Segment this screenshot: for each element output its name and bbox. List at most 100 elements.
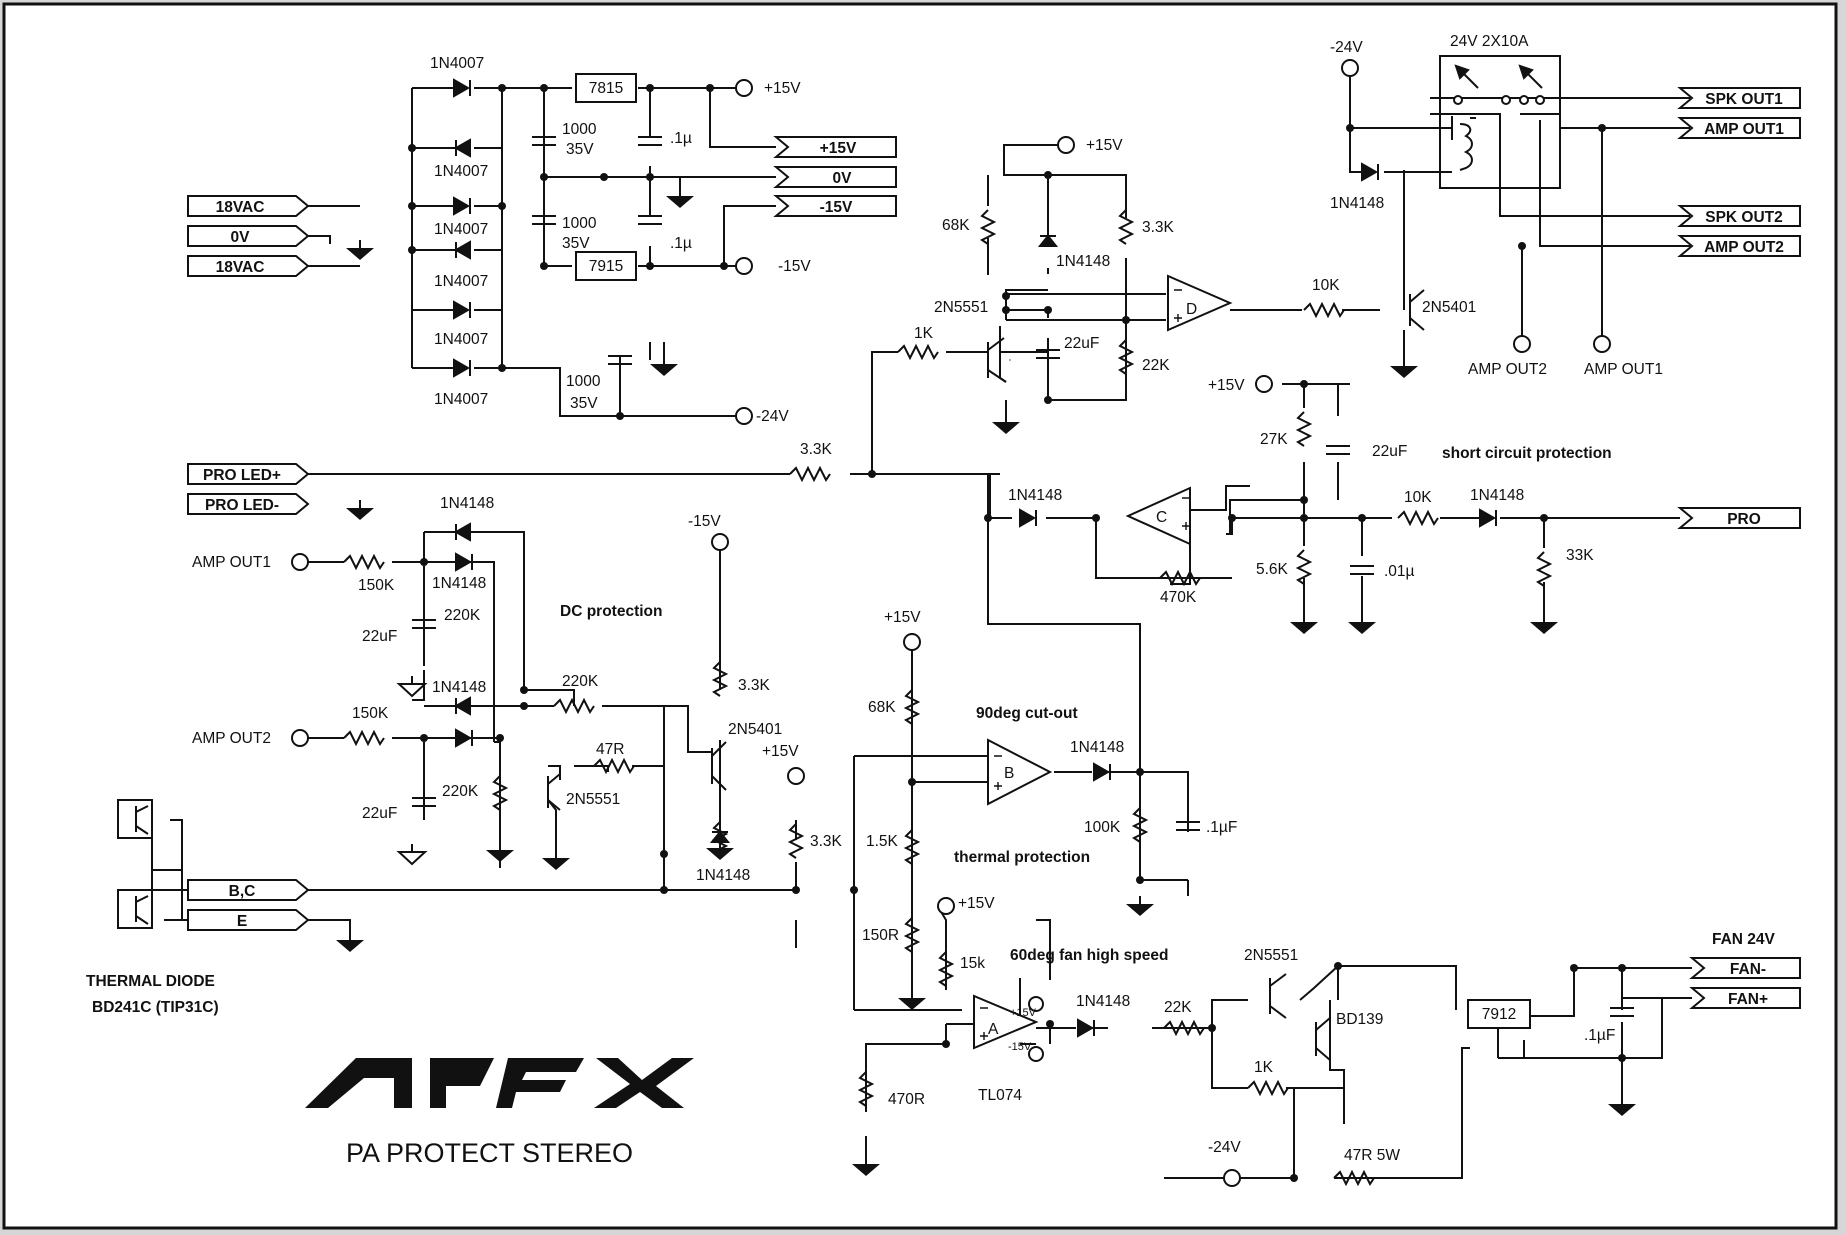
junction-dots: [408, 84, 1626, 1182]
label-r220k-2: 220K: [562, 673, 599, 690]
connector-amp-out1: AMP OUT1: [1704, 121, 1784, 138]
label-reg-7815: 7815: [589, 80, 623, 97]
section-fan-header: FAN 24V: [1712, 931, 1776, 948]
label-22uf-dc2: 22uF: [362, 805, 397, 822]
label-1n4148-b: 1N4148: [1070, 739, 1124, 756]
label-r10k-c: 10K: [1404, 489, 1432, 506]
label-plus15v-c: +15V: [1208, 377, 1245, 394]
opamp-b: [987, 738, 1053, 806]
connector-0v-in: 0V: [231, 229, 251, 246]
label-r150r: 150R: [862, 927, 899, 944]
connector-e: E: [237, 913, 247, 930]
connector-pro-led-minus: PRO LED-: [205, 497, 279, 514]
label-amp-out1-in: AMP OUT1: [192, 554, 271, 571]
opamp-d: [1167, 274, 1233, 332]
label-1n4148-dc1: 1N4148: [440, 495, 494, 512]
label-reg-7912: 7912: [1482, 1006, 1516, 1023]
label-r1k-d: 1K: [914, 325, 934, 342]
connector-plus15v: +15V: [820, 140, 857, 157]
label-cap-01u-b: .1µ: [670, 235, 692, 252]
label-amp-out1-term: AMP OUT1: [1584, 361, 1663, 378]
label-cap-35v-c: 35V: [570, 395, 598, 412]
section-thermal-diode-part: BD241C (TIP31C): [92, 999, 219, 1016]
label-2n5551-fan: 2N5551: [1244, 947, 1298, 964]
label-cap-1000-a: 1000: [562, 121, 597, 138]
label-r27k: 27K: [1260, 431, 1288, 448]
connector-18vac-a: 18VAC: [216, 199, 265, 216]
label-plus15v-out: +15V: [764, 80, 801, 97]
label-r47r5w: 47R 5W: [1344, 1147, 1400, 1164]
label-cap-01u-c: .01µ: [1384, 563, 1415, 580]
label-1n4007-6: 1N4007: [434, 391, 488, 408]
label-22uf-dc1: 22uF: [362, 628, 397, 645]
label-r3k3-led: 3.3K: [800, 441, 833, 458]
label-minus15v-out: -15V: [778, 258, 811, 275]
regulators: [575, 73, 1531, 1029]
connector-18vac-b: 18VAC: [216, 259, 265, 276]
label-r47r: 47R: [596, 741, 624, 758]
connector-fan-minus: FAN-: [1730, 961, 1766, 978]
label-bd139: BD139: [1336, 1011, 1383, 1028]
label-1n4148-pro: 1N4148: [1470, 487, 1524, 504]
section-cutout: 90deg cut-out: [976, 705, 1078, 722]
label-22uf-d: 22uF: [1064, 335, 1099, 352]
label-1n4007-1: 1N4007: [430, 55, 484, 72]
relay: [1439, 55, 1561, 189]
page-subtitle: PA PROTECT STEREO: [346, 1138, 633, 1168]
connector-tags: [187, 87, 1801, 1009]
label-cap-1000-c: 1000: [566, 373, 601, 390]
label-1n4148-d: 1N4148: [1056, 253, 1110, 270]
label-r22k-d: 22K: [1142, 357, 1170, 374]
label-tl074: TL074: [978, 1087, 1022, 1104]
label-r68k-b: 68K: [868, 699, 896, 716]
label-r150k-2: 150K: [352, 705, 389, 722]
label-r5k6: 5.6K: [1256, 561, 1289, 578]
label-2n5401-relay: 2N5401: [1422, 299, 1476, 316]
label-amp-out2-in: AMP OUT2: [192, 730, 271, 747]
label-r470k: 470K: [1160, 589, 1197, 606]
label-r1k-fan: 1K: [1254, 1059, 1274, 1076]
component-labels: 1N4007 1N4007 1N4007 1N4007 1N4007 1N400…: [86, 33, 1776, 1164]
label-plus15v-d: +15V: [1086, 137, 1123, 154]
label-minus15v-dc: -15V: [688, 513, 721, 530]
opamp-c: [1125, 486, 1191, 546]
label-relay: 24V 2X10A: [1450, 33, 1529, 50]
label-1n4007-4: 1N4007: [434, 273, 488, 290]
label-cap-01uf-b: .1µF: [1206, 819, 1237, 836]
label-1n4148-dc3: 1N4148: [432, 679, 486, 696]
label-r68k-d: 68K: [942, 217, 970, 234]
label-1n4148-dc2: 1N4148: [432, 575, 486, 592]
label-2n5551-dc: 2N5551: [566, 791, 620, 808]
connector-spk-out2: SPK OUT2: [1705, 209, 1783, 226]
label-r100k: 100K: [1084, 819, 1121, 836]
connector-bc: B,C: [229, 883, 256, 900]
connector-fan-plus: FAN+: [1728, 991, 1768, 1008]
label-op-a: A: [988, 1021, 999, 1038]
label-minus24v-out: -24V: [756, 408, 789, 425]
terminal-circles: [291, 59, 1611, 1187]
label-pin-plus15: +15V: [1010, 1007, 1037, 1019]
op-amps: [973, 274, 1233, 1050]
label-1n4148-a: 1N4148: [1076, 993, 1130, 1010]
apex-logo: [305, 1058, 694, 1108]
label-r10k-d: 10K: [1312, 277, 1340, 294]
label-r15k: 15k: [960, 955, 985, 972]
label-r220k-3: 220K: [442, 783, 479, 800]
label-pin-minus15: -15V: [1008, 1041, 1032, 1053]
diodes: [453, 78, 1497, 1038]
label-r33k: 33K: [1566, 547, 1594, 564]
label-r470r: 470R: [888, 1091, 925, 1108]
label-minus24v-relay: -24V: [1330, 39, 1363, 56]
transistors: [547, 289, 1425, 1061]
label-r3k3-d: 3.3K: [1142, 219, 1175, 236]
label-amp-out2-term: AMP OUT2: [1468, 361, 1547, 378]
opamp-a: [973, 994, 1039, 1050]
label-cap-1000-b: 1000: [562, 215, 597, 232]
label-1n4148-dc4: 1N4148: [696, 867, 750, 884]
connector-wires: [150, 880, 188, 921]
capacitors: [412, 136, 1634, 1017]
section-short-circuit: short circuit protection: [1442, 445, 1612, 462]
connector-0v: 0V: [833, 170, 853, 187]
connector-minus15v: -15V: [820, 199, 853, 216]
label-op-c: C: [1156, 509, 1167, 526]
